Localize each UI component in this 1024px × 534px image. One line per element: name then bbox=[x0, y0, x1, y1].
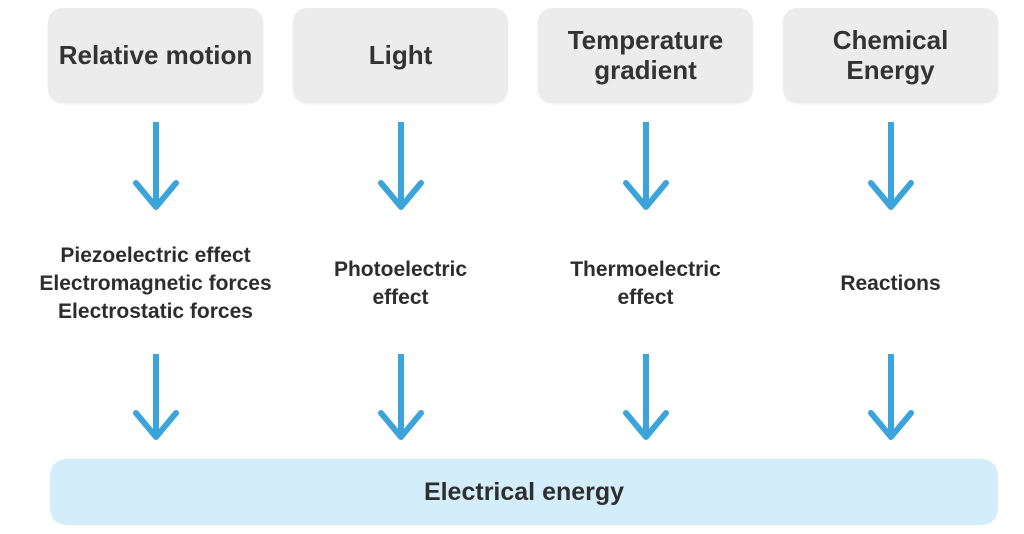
source-box-temperature-gradient: Temperature gradient bbox=[538, 8, 753, 103]
mechanism-list-chemical-energy: Reactions bbox=[840, 242, 940, 326]
output-label: Electrical energy bbox=[423, 477, 625, 506]
column-light: Light Photoelectric effect bbox=[293, 8, 508, 442]
source-label: Chemical Energy bbox=[832, 24, 949, 85]
down-arrow-icon bbox=[867, 354, 914, 440]
output-bar-electrical-energy: Electrical energy bbox=[50, 459, 998, 525]
down-arrow-icon bbox=[377, 122, 424, 210]
mechanism-list-relative-motion: Piezoelectric effect Electromagnetic for… bbox=[39, 242, 271, 326]
mechanism-label: Electrostatic forces bbox=[58, 300, 253, 323]
source-box-chemical-energy: Chemical Energy bbox=[783, 8, 998, 103]
diagram-columns: Relative motion Piezoelectric effect Ele… bbox=[39, 8, 998, 442]
column-chemical-energy: Chemical Energy Reactions bbox=[783, 8, 998, 442]
source-label: Relative motion bbox=[58, 39, 253, 70]
column-temperature-gradient: Temperature gradient Thermoelectric effe… bbox=[538, 8, 753, 442]
mechanism-label: Thermoelectric effect bbox=[570, 258, 721, 309]
mechanism-label: Piezoelectric effect bbox=[60, 244, 251, 267]
down-arrow-icon bbox=[132, 122, 179, 210]
mechanism-list-light: Photoelectric effect bbox=[316, 242, 486, 326]
source-box-light: Light bbox=[293, 8, 508, 103]
down-arrow-icon bbox=[867, 122, 914, 210]
source-label: Light bbox=[368, 39, 433, 70]
source-box-relative-motion: Relative motion bbox=[48, 8, 263, 103]
down-arrow-icon bbox=[622, 122, 669, 210]
down-arrow-icon bbox=[377, 354, 424, 440]
mechanism-label: Electromagnetic forces bbox=[39, 272, 272, 295]
mechanism-label: Reactions bbox=[840, 272, 941, 295]
mechanism-label: Photoelectric effect bbox=[333, 258, 468, 309]
down-arrow-icon bbox=[132, 354, 179, 440]
column-relative-motion: Relative motion Piezoelectric effect Ele… bbox=[39, 8, 272, 442]
down-arrow-icon bbox=[622, 354, 669, 440]
mechanism-list-temperature-gradient: Thermoelectric effect bbox=[561, 242, 731, 326]
source-label: Temperature gradient bbox=[567, 24, 724, 85]
